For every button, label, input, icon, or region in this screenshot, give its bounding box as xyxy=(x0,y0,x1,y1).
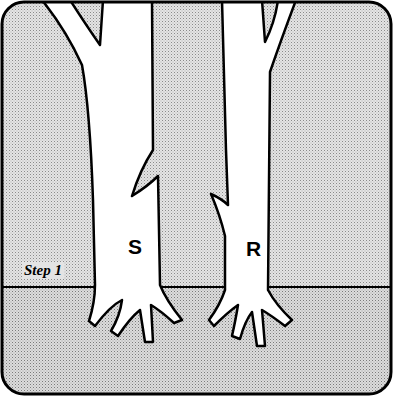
frame-border xyxy=(2,2,391,394)
scion-label: S xyxy=(128,236,142,257)
step-label: Step 1 xyxy=(22,262,64,279)
soil-line xyxy=(3,286,390,288)
soil-ground xyxy=(3,288,390,393)
rootstock-label: R xyxy=(246,238,261,259)
rootstock-trunk xyxy=(209,3,296,346)
scion-trunk xyxy=(42,3,182,342)
sky-ground xyxy=(3,3,390,288)
